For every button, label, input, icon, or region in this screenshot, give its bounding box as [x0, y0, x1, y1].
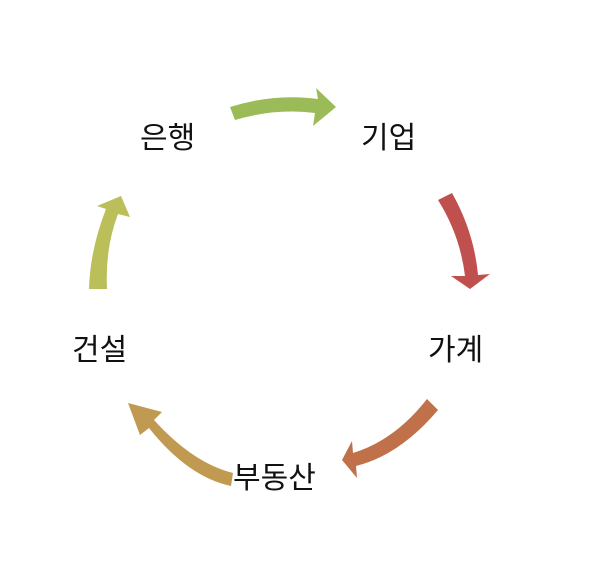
node-bank: 은행 [140, 121, 196, 156]
arrow-household-to-realestate [342, 399, 438, 478]
node-household: 가계 [428, 333, 484, 368]
node-construction: 건설 [72, 333, 128, 368]
arrow-bank-to-company [230, 88, 336, 126]
node-company: 기업 [361, 121, 417, 156]
arrow-company-to-household [438, 193, 490, 289]
arrow-construction-to-bank [89, 196, 130, 289]
node-real-estate: 부동산 [233, 461, 316, 496]
arrow-realestate-to-construction [128, 403, 233, 486]
